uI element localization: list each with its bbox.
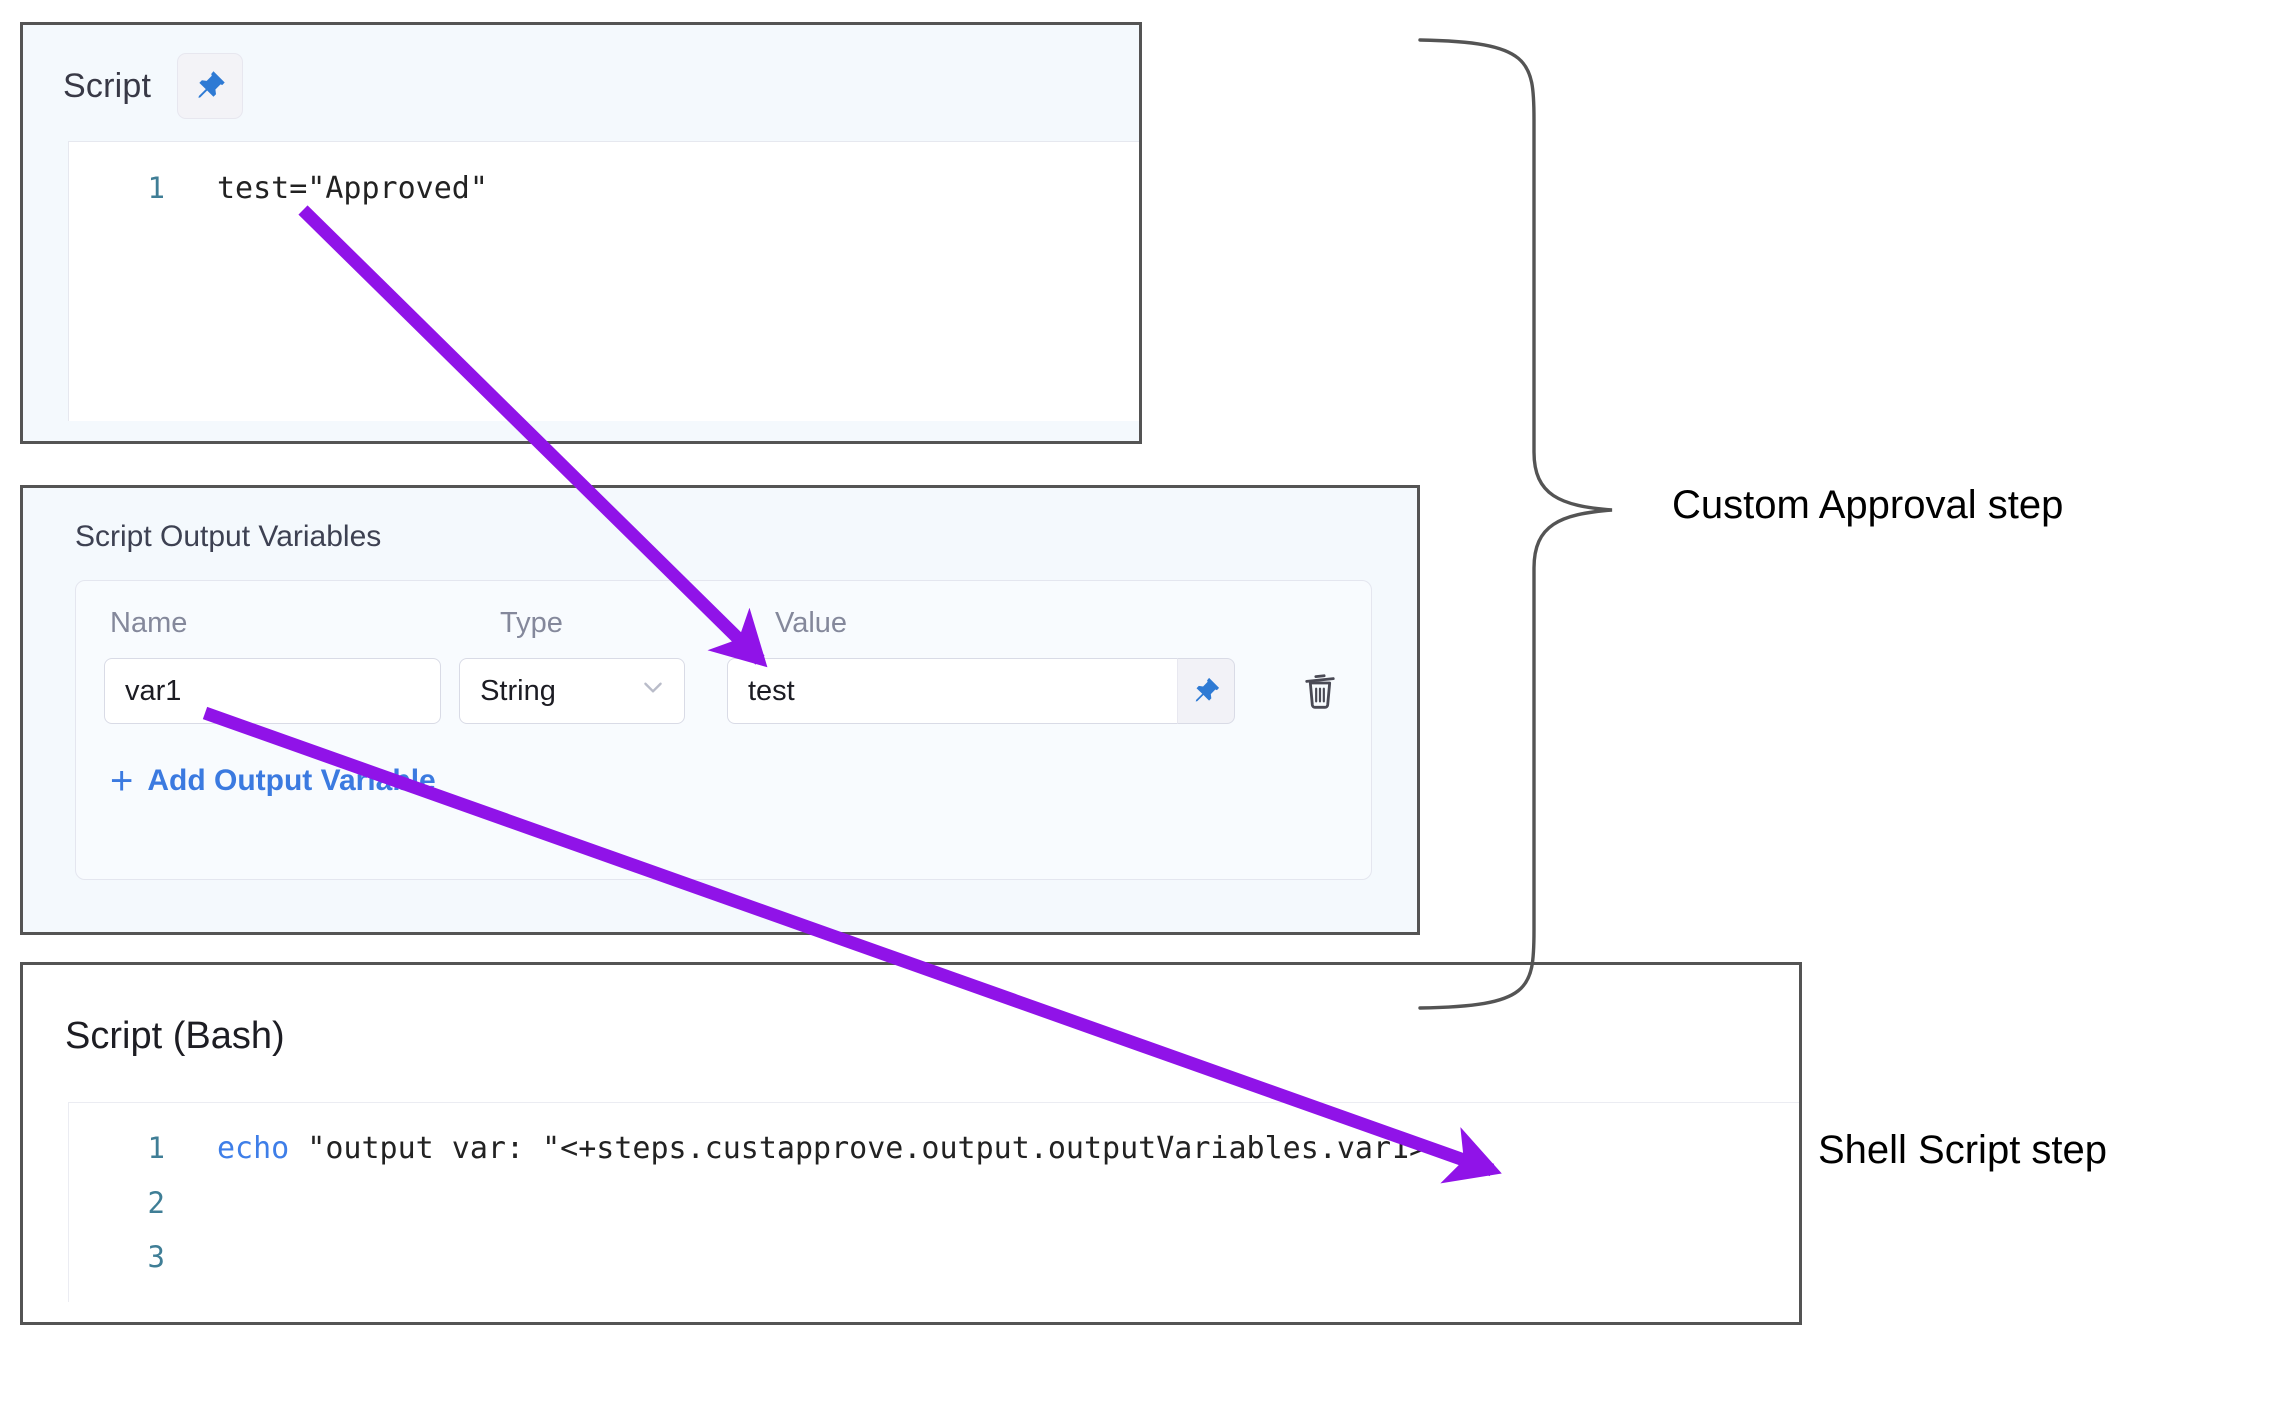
variable-value-group: test [726, 658, 1235, 724]
column-header-name: Name [110, 607, 188, 639]
script-code-editor[interactable]: 1 test="Approved" [68, 141, 1139, 421]
section-title: Script Output Variables [75, 520, 382, 553]
curly-brace-custom-approval [1418, 38, 1613, 1010]
annotation-shell-script-step: Shell Script step [1818, 1128, 2108, 1172]
variable-name-input[interactable]: var1 [104, 658, 442, 724]
line-number: 2 [147, 1186, 165, 1220]
code-line: 3 [69, 1230, 1799, 1284]
code-line: 2 [69, 1176, 1799, 1230]
script-panel: Script 1 test="Approved" [20, 22, 1142, 444]
code-keyword: echo [217, 1131, 290, 1166]
line-number: 1 [147, 1131, 165, 1165]
add-output-variable-button[interactable]: + Add Output Variable [104, 759, 1343, 803]
table-header-row: Name Type Value [104, 607, 1343, 640]
add-output-variable-label: Add Output Variable [147, 764, 436, 797]
annotation-custom-approval-step: Custom Approval step [1672, 483, 2064, 527]
output-variables-card: Name Type Value var1 String test [75, 580, 1372, 880]
pin-icon[interactable] [1176, 658, 1235, 724]
line-number: 3 [147, 1240, 165, 1274]
table-row: var1 String test [104, 658, 1343, 724]
bash-code-editor[interactable]: 1 echo "output var: "<+steps.custapprove… [68, 1102, 1799, 1302]
trash-icon[interactable] [1297, 662, 1343, 720]
code-text: echo "output var: "<+steps.custapprove.o… [217, 1122, 1427, 1176]
variable-value-input[interactable]: test [726, 658, 1177, 724]
variable-type-value: String [480, 674, 556, 707]
code-line: 1 test="Approved" [69, 162, 1139, 215]
page-title: Script [63, 66, 152, 105]
bash-panel-title: Script (Bash) [65, 1015, 285, 1057]
code-text: test="Approved" [217, 171, 488, 206]
line-number: 1 [147, 171, 165, 205]
script-panel-header: Script [23, 25, 1139, 119]
code-expression: "output var: "<+steps.custapprove.output… [289, 1131, 1428, 1166]
pin-icon[interactable] [177, 53, 244, 119]
code-line: 1 echo "output var: "<+steps.custapprove… [69, 1121, 1799, 1176]
script-output-variables-panel: Script Output Variables Name Type Value … [20, 485, 1420, 935]
column-header-type: Type [500, 607, 563, 639]
shell-script-panel: Script (Bash) 1 echo "output var: "<+ste… [20, 962, 1802, 1325]
plus-icon: + [110, 759, 134, 803]
chevron-down-icon [640, 674, 666, 708]
column-header-value: Value [775, 607, 848, 639]
variable-type-select[interactable]: String [459, 658, 685, 724]
